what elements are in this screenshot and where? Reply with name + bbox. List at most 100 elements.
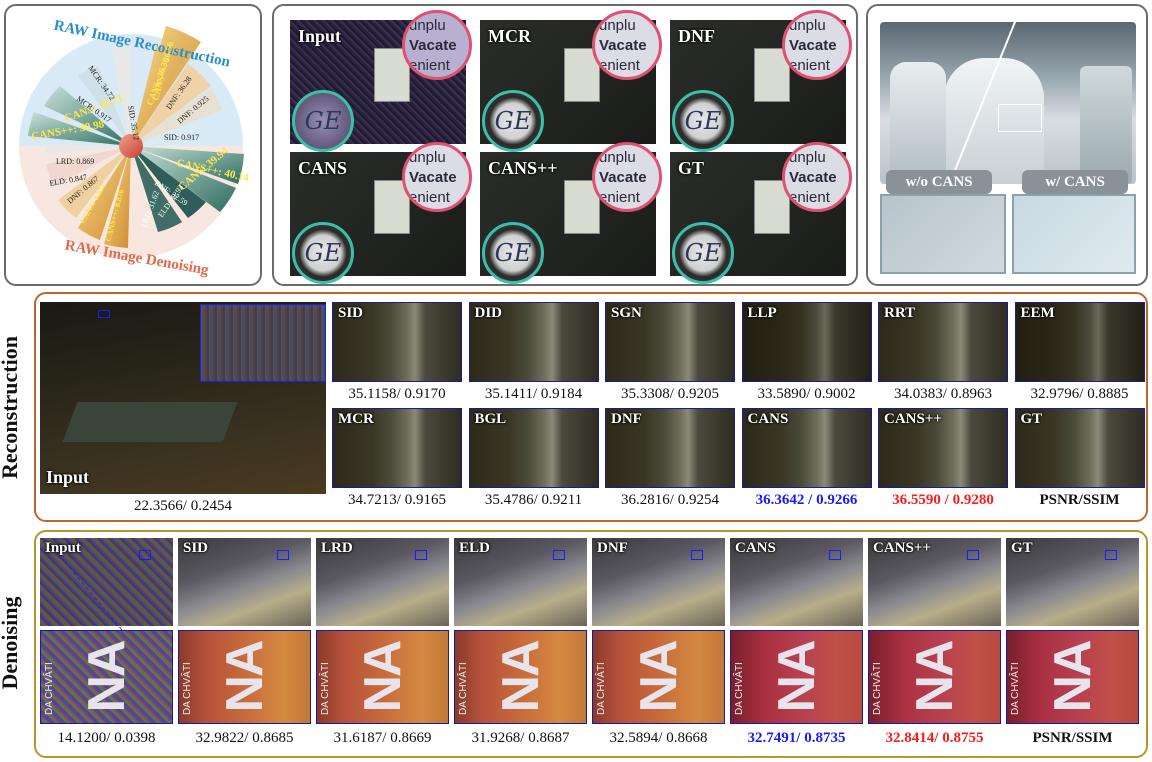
zoom-marker: [415, 550, 427, 560]
recon-method-label: CANS++: [884, 411, 942, 427]
denoise-method-label: DNF: [597, 540, 628, 556]
zoom-text-line: enient: [409, 189, 450, 206]
denoise-method-label: CANS++: [873, 540, 931, 556]
recon-crop: MCR: [332, 408, 462, 488]
zoom-text-line: unplu: [789, 17, 826, 34]
logo-magnifier: GE: [672, 222, 734, 284]
wedge: [28, 112, 131, 146]
denoise-score: PSNR/SSIM: [1032, 730, 1113, 746]
denoise-method-label: GT: [1011, 540, 1033, 556]
wedge: [44, 86, 131, 146]
recon-method-label: GT: [1020, 411, 1043, 427]
denoise-scene: LRD: [316, 538, 449, 626]
recon-crop: CANS++: [878, 408, 1008, 488]
zoom-marker: [139, 550, 151, 560]
recon-score: 34.7213/ 0.9165: [348, 492, 446, 508]
recon-input-score: 22.3566/ 0.2454: [134, 498, 232, 514]
denoise-scene: GT: [1006, 538, 1139, 626]
denoising-side-label: Denoising: [0, 596, 22, 690]
ge-tile-label: MCR: [488, 26, 531, 46]
ge-logo: GE: [304, 107, 342, 135]
recon-crop: BGL: [468, 408, 599, 488]
ge-logo: GE: [304, 239, 342, 267]
zoom-marker: [277, 550, 289, 560]
wedge: [45, 144, 131, 154]
ge-logo: GE: [494, 239, 532, 267]
crop-small-text: DA CHVÂTI: [1010, 662, 1021, 715]
wedge: [131, 146, 182, 232]
recon-method-label: DNF: [611, 411, 642, 427]
crop-small-text: DA CHVÂTI: [596, 662, 607, 715]
crop-small-text: DA CHVÂTI: [734, 662, 745, 715]
recon-method-label: LLP: [747, 305, 777, 321]
recon-method-label: BGL: [474, 411, 507, 427]
crop-letters: NA: [77, 641, 136, 713]
recon-method-label: MCR: [338, 411, 374, 427]
denoise-score: 32.8414/ 0.8755: [885, 730, 984, 746]
zoom-text-line: Vacate: [409, 169, 457, 186]
recon-crop: SID: [332, 302, 462, 382]
denoise-score: 32.5894/ 0.8668: [609, 730, 708, 746]
denoise-scene: ELD: [454, 538, 587, 626]
denoise-score: 32.7491/ 0.8735: [747, 730, 846, 746]
zoom-text-line: enient: [599, 189, 640, 206]
crop-with-cans: [1012, 194, 1136, 274]
logo-magnifier: GE: [482, 222, 544, 284]
recon-score: 32.9796/ 0.8885: [1030, 386, 1129, 402]
zoom-marker: [967, 550, 979, 560]
wedge: [46, 146, 131, 186]
wedge: [78, 66, 131, 146]
recon-score: 35.3308/ 0.9205: [621, 386, 719, 402]
crop-letters: NA: [353, 641, 412, 713]
crop-small-text: DA CHVÂTI: [182, 662, 193, 715]
recon-score: 34.0383/ 0.8963: [894, 386, 992, 402]
ge-logo: GE: [684, 107, 722, 135]
recon-crop: DID: [468, 302, 599, 382]
sign-shape: [374, 180, 410, 234]
ge-tile-label: DNF: [678, 26, 715, 46]
denoise-method-label: ELD: [459, 540, 490, 556]
recon-method-label: RRT: [884, 305, 916, 321]
zoom-marker: [1105, 550, 1117, 560]
recon-score: 33.5890/ 0.9002: [757, 386, 856, 402]
pie-label: SID: 0.917: [164, 133, 199, 142]
denoise-scene: CANS++: [868, 538, 1001, 626]
recon-score: 35.1411/ 0.9184: [484, 386, 583, 402]
recon-crop: GT: [1014, 408, 1145, 488]
wedge: [104, 146, 131, 248]
logo-magnifier: GE: [292, 222, 354, 284]
sign-shape: [564, 48, 600, 102]
zoom-text-line: unplu: [599, 149, 636, 166]
crop-small-text: DA CHVÂTI: [872, 662, 883, 715]
zoom-text-line: Vacate: [789, 169, 837, 186]
zoom-text-line: enient: [599, 57, 640, 74]
zoom-text-line: Vacate: [789, 37, 837, 54]
denoise-scene: CANS: [730, 538, 863, 626]
denoise-score: 31.9268/ 0.8687: [471, 730, 570, 746]
crop-small-text: DA CHVÂTI: [320, 662, 331, 715]
zoom-text-line: enient: [789, 57, 830, 74]
logo-magnifier: GE: [482, 90, 544, 152]
zoom-text-line: unplu: [409, 17, 446, 34]
zoom-marker: [98, 310, 110, 318]
denoise-crop: NA DA CHVÂTI: [316, 630, 449, 724]
wedge: [131, 88, 222, 146]
recon-score: 36.2816/ 0.9254: [621, 492, 719, 508]
pie-center: [119, 134, 143, 158]
reconstruction-side-label: Reconstruction: [0, 336, 22, 479]
recon-method-label: SGN: [611, 305, 642, 321]
recon-method-label: SID: [338, 305, 364, 321]
recon-input-image: Input: [40, 302, 326, 494]
recon-crop: CANS: [741, 408, 872, 488]
zoom-box: [998, 104, 1042, 132]
denoise-method-label: CANS: [735, 540, 776, 556]
zoom-text-line: Vacate: [409, 37, 457, 54]
denoise-method-label: SID: [183, 540, 209, 556]
wedge: [111, 45, 131, 147]
